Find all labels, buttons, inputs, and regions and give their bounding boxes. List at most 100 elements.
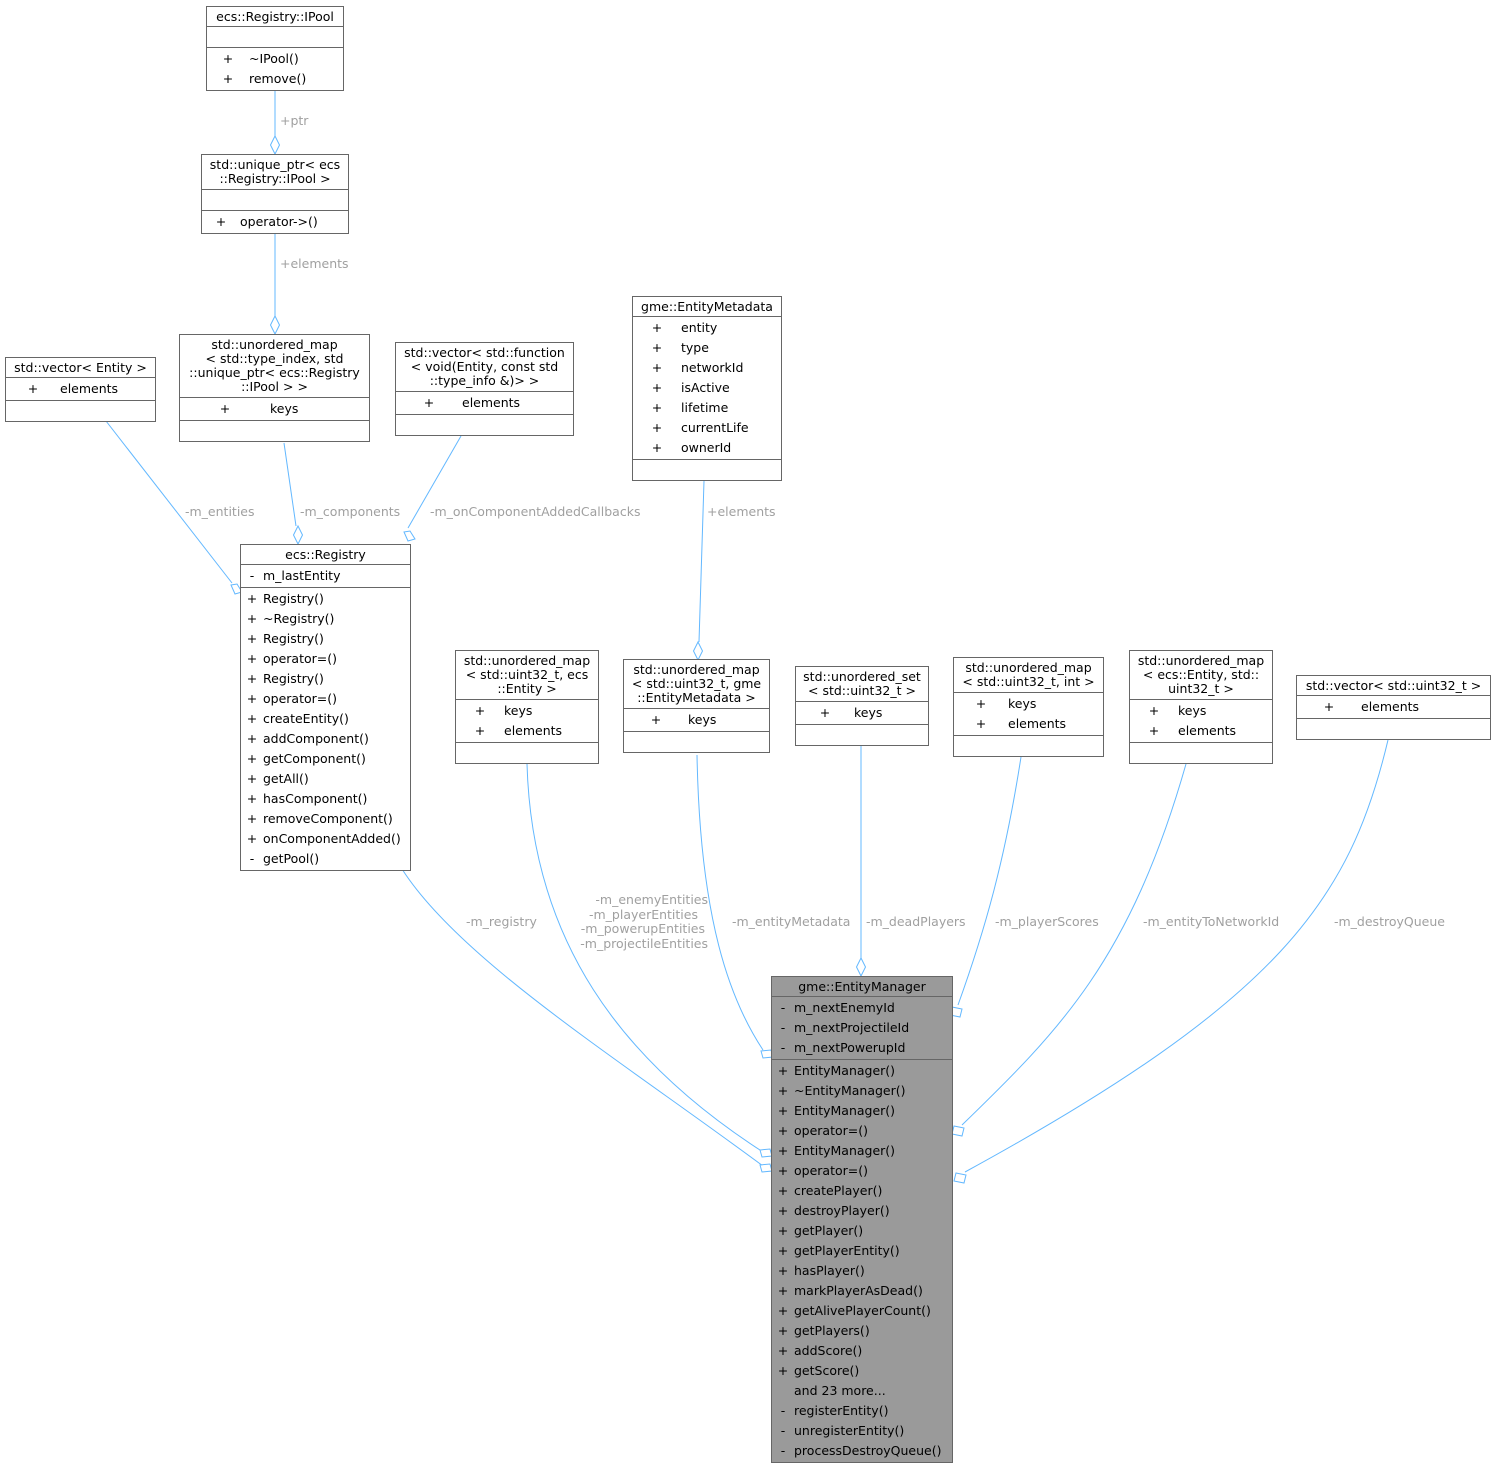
class-box-vec-uint[interactable]: std::vector< std::uint32_t >+elements	[1296, 675, 1491, 740]
visibility-marker: +	[246, 691, 258, 706]
attribute-row[interactable]: +keys	[624, 710, 769, 730]
class-box-metadata[interactable]: gme::EntityMetadata+entity+type+networkI…	[632, 296, 782, 481]
method-row[interactable]: -getPool()	[241, 849, 410, 869]
method-row[interactable]: +hasComponent()	[241, 789, 410, 809]
class-box-vec-entity[interactable]: std::vector< Entity >+elements	[5, 357, 156, 422]
method-row[interactable]: +getComponent()	[241, 749, 410, 769]
method-row[interactable]: +EntityManager()	[772, 1061, 952, 1081]
method-row[interactable]: +getPlayer()	[772, 1221, 952, 1241]
attribute-row[interactable]: +ownerId	[633, 438, 781, 458]
attribute-name: networkId	[681, 360, 744, 375]
method-row[interactable]: +EntityManager()	[772, 1141, 952, 1161]
aggregation-diamond	[855, 956, 867, 978]
attributes-section	[202, 190, 348, 211]
method-row[interactable]: +removeComponent()	[241, 809, 410, 829]
class-box-uset[interactable]: std::unordered_set< std::uint32_t >+keys	[795, 666, 929, 746]
attribute-row[interactable]: +keys	[456, 701, 598, 721]
attributes-section: +elements	[1297, 696, 1490, 719]
method-row[interactable]: +markPlayerAsDead()	[772, 1281, 952, 1301]
attribute-row[interactable]: +elements	[1130, 721, 1272, 741]
attribute-row[interactable]: -m_lastEntity	[241, 566, 410, 586]
visibility-marker: +	[777, 1163, 789, 1178]
method-row[interactable]: +operator=()	[241, 689, 410, 709]
method-row[interactable]: +Registry()	[241, 629, 410, 649]
visibility-marker: +	[777, 1143, 789, 1158]
attribute-row[interactable]: +elements	[1297, 697, 1490, 717]
method-row[interactable]: +operator=()	[772, 1161, 952, 1181]
method-row[interactable]: -processDestroyQueue()	[772, 1441, 952, 1461]
method-row[interactable]: +Registry()	[241, 589, 410, 609]
method-row[interactable]: +getAlivePlayerCount()	[772, 1301, 952, 1321]
attribute-row[interactable]: +isActive	[633, 378, 781, 398]
attribute-name: currentLife	[681, 420, 749, 435]
methods-section	[1130, 743, 1272, 763]
attribute-row[interactable]: +keys	[180, 399, 369, 419]
method-row[interactable]: +createPlayer()	[772, 1181, 952, 1201]
class-box-umap-type[interactable]: std::unordered_map< std::type_index, std…	[179, 334, 370, 442]
class-title-line: std::unique_ptr< ecs	[209, 157, 341, 172]
method-row[interactable]: +hasPlayer()	[772, 1261, 952, 1281]
attribute-row[interactable]: +currentLife	[633, 418, 781, 438]
method-row[interactable]: +getPlayerEntity()	[772, 1241, 952, 1261]
attribute-row[interactable]: +entity	[633, 318, 781, 338]
class-title-line: ::Registry::IPool >	[219, 171, 331, 186]
method-name: onComponentAdded()	[263, 831, 401, 846]
attribute-row[interactable]: +elements	[396, 393, 573, 413]
attribute-row[interactable]: +networkId	[633, 358, 781, 378]
class-box-manager[interactable]: gme::EntityManager-m_nextEnemyId-m_nextP…	[771, 976, 953, 1463]
attribute-row[interactable]: +keys	[954, 694, 1103, 714]
class-box-ipool[interactable]: ecs::Registry::IPool+~IPool()+remove()	[206, 6, 344, 91]
class-title: std::unordered_map< ecs::Entity, std::ui…	[1130, 651, 1272, 700]
method-row[interactable]: +getPlayers()	[772, 1321, 952, 1341]
method-row[interactable]: +destroyPlayer()	[772, 1201, 952, 1221]
method-name: markPlayerAsDead()	[794, 1283, 923, 1298]
method-row[interactable]: +operator=()	[772, 1121, 952, 1141]
attribute-row[interactable]: +elements	[456, 721, 598, 741]
class-box-umap-uint-entity[interactable]: std::unordered_map< std::uint32_t, ecs::…	[455, 650, 599, 764]
aggregation-edge	[105, 420, 233, 584]
method-row[interactable]: +addComponent()	[241, 729, 410, 749]
method-row[interactable]: +onComponentAdded()	[241, 829, 410, 849]
method-row[interactable]: +getScore()	[772, 1361, 952, 1381]
attribute-row[interactable]: +keys	[796, 703, 928, 723]
aggregation-diamond	[692, 640, 704, 662]
method-row[interactable]: -unregisterEntity()	[772, 1421, 952, 1441]
attribute-row[interactable]: +lifetime	[633, 398, 781, 418]
aggregation-edge	[283, 442, 297, 527]
class-title-line: std::unordered_map	[211, 337, 338, 352]
method-row[interactable]: +Registry()	[241, 669, 410, 689]
visibility-marker: +	[423, 395, 435, 410]
class-box-vec-func[interactable]: std::vector< std::function< void(Entity,…	[395, 342, 574, 436]
method-row[interactable]: +~EntityManager()	[772, 1081, 952, 1101]
class-title-line: ::Entity >	[497, 681, 557, 696]
class-box-registry[interactable]: ecs::Registry-m_lastEntity+Registry()+~R…	[240, 544, 411, 871]
aggregation-edge	[698, 480, 705, 643]
method-row[interactable]: +~Registry()	[241, 609, 410, 629]
class-title-line: uint32_t >	[1168, 681, 1234, 696]
method-row[interactable]: +getAll()	[241, 769, 410, 789]
attribute-row[interactable]: -m_nextEnemyId	[772, 998, 952, 1018]
method-row[interactable]: +remove()	[207, 69, 343, 89]
attribute-row[interactable]: -m_nextPowerupId	[772, 1038, 952, 1058]
methods-section	[396, 415, 573, 435]
method-row[interactable]: and 23 more...	[772, 1381, 952, 1401]
method-row[interactable]: -registerEntity()	[772, 1401, 952, 1421]
attribute-row[interactable]: +elements	[6, 379, 155, 399]
method-row[interactable]: +createEntity()	[241, 709, 410, 729]
attribute-row[interactable]: +elements	[954, 714, 1103, 734]
attribute-row[interactable]: +type	[633, 338, 781, 358]
attribute-row[interactable]: -m_nextProjectileId	[772, 1018, 952, 1038]
method-name: processDestroyQueue()	[794, 1443, 942, 1458]
method-row[interactable]: +~IPool()	[207, 49, 343, 69]
class-box-umap-entity-uint[interactable]: std::unordered_map< ecs::Entity, std::ui…	[1129, 650, 1273, 764]
method-row[interactable]: +addScore()	[772, 1341, 952, 1361]
method-row[interactable]: +EntityManager()	[772, 1101, 952, 1121]
class-box-umap-uint-meta[interactable]: std::unordered_map< std::uint32_t, gme::…	[623, 659, 770, 753]
attribute-row[interactable]: +keys	[1130, 701, 1272, 721]
class-box-umap-uint-int[interactable]: std::unordered_map< std::uint32_t, int >…	[953, 657, 1104, 757]
class-title-line: < std::uint32_t, gme	[631, 676, 762, 691]
method-row[interactable]: +operator->()	[202, 212, 348, 232]
method-row[interactable]: +operator=()	[241, 649, 410, 669]
class-box-unique-ptr[interactable]: std::unique_ptr< ecs::Registry::IPool >+…	[201, 154, 349, 234]
method-name: EntityManager()	[794, 1103, 896, 1118]
